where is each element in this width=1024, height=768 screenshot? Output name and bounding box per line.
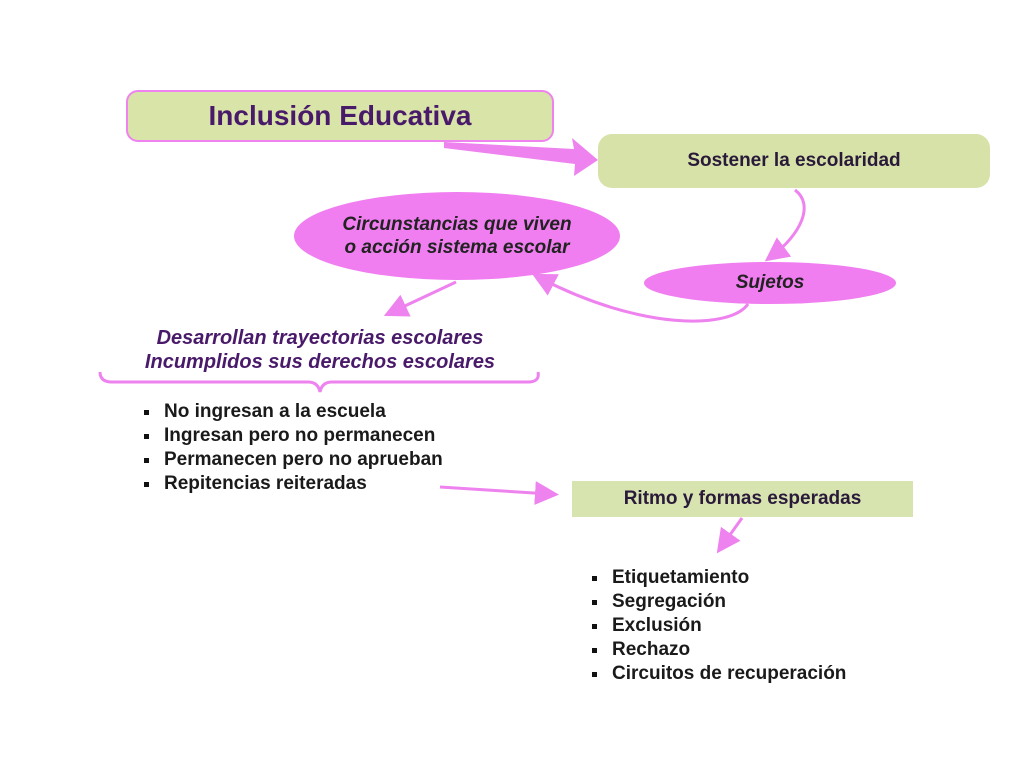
- list-item: Etiquetamiento: [586, 566, 846, 590]
- list-item: Repitencias reiteradas: [138, 472, 443, 496]
- list-item: Exclusión: [586, 614, 846, 638]
- list-item: Segregación: [586, 590, 846, 614]
- desarrollan-line-2: Incumplidos sus derechos escolares: [144, 351, 496, 373]
- list-item: No ingresan a la escuela: [138, 400, 443, 424]
- circunstancias-ellipse: Circunstancias que viven o acción sistem…: [294, 192, 620, 280]
- sostener-text: Sostener la escolaridad: [687, 150, 901, 171]
- desarrollan-line-1: Desarrollan trayectorias escolares: [156, 327, 484, 349]
- ritmo-text: Ritmo y formas esperadas: [623, 488, 862, 509]
- arrow-title-to-sostener: [444, 138, 598, 176]
- list-item: Permanecen pero no aprueban: [138, 448, 443, 472]
- circunstancias-line-2: o acción sistema escolar: [344, 237, 570, 258]
- list-item: Ingresan pero no permanecen: [138, 424, 443, 448]
- sostener-box: Sostener la escolaridad: [598, 134, 990, 188]
- title-text: Inclusión Educativa: [208, 100, 472, 131]
- title-box: Inclusión Educativa: [126, 90, 554, 142]
- desarrollan-heading: Desarrollan trayectorias escolares Incum…: [100, 326, 540, 374]
- sujetos-text: Sujetos: [735, 272, 805, 293]
- arrow-circunstancias-to-desarrollan: [383, 280, 457, 317]
- arrow-ritmo-to-consecuencias: [716, 517, 744, 554]
- consecuencias-list: Etiquetamiento Segregación Exclusión Rec…: [586, 566, 846, 686]
- trayectorias-list: No ingresan a la escuela Ingresan pero n…: [138, 400, 443, 496]
- arrow-bullets-to-ritmo: [439, 481, 559, 506]
- list-item: Rechazo: [586, 638, 846, 662]
- circunstancias-line-1: Circunstancias que viven: [342, 214, 572, 235]
- list-item: Circuitos de recuperación: [586, 662, 846, 686]
- ritmo-box: Ritmo y formas esperadas: [572, 481, 913, 517]
- arrow-sostener-to-sujetos: [764, 188, 806, 262]
- brace: [98, 371, 540, 393]
- sujetos-ellipse: Sujetos: [644, 262, 896, 304]
